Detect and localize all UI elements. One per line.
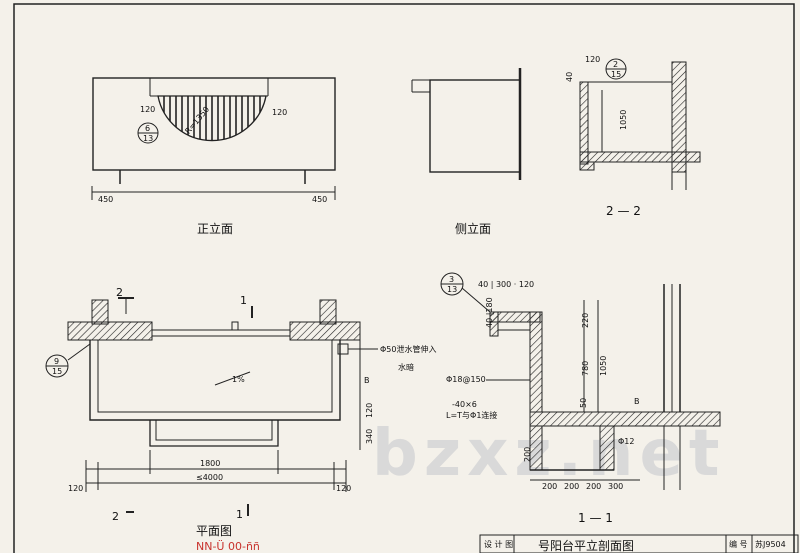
dim-bottom-4: 300 [608, 482, 623, 491]
dim-120-vert: 120 [365, 403, 374, 418]
slope-note: 1% [232, 375, 245, 384]
dim-phi12: Φ12 [618, 437, 634, 446]
flat-bar-note: -40×6 [452, 400, 477, 409]
stamp: NN-Ü 00-ññ [196, 540, 260, 553]
rebar-note: Φ18@150 [446, 375, 486, 384]
side-elevation: 侧立面 [411, 68, 522, 236]
dim-top: 40 | 300 · 120 [478, 280, 534, 289]
flat-bar-note-2: L=T与Φ1连接 [446, 410, 497, 420]
side-elevation-label: 侧立面 [455, 221, 491, 236]
dim-120-b: 120 [272, 108, 287, 117]
dim-bottom-2: 200 [564, 482, 579, 491]
sheet-border [13, 3, 795, 553]
front-elevation: 450 450 120 120 R=1350 6 13 正立面 [91, 77, 336, 236]
dim-B: B [634, 397, 640, 406]
detail-sheet: 13 [447, 285, 457, 294]
title-block: 设 计 图 号阳台平立剖面图 编 号 苏J9504 [479, 534, 799, 553]
detail-sheet: 13 [143, 134, 153, 143]
detail-sheet: 15 [611, 70, 621, 79]
dim-4000: ≤4000 [196, 473, 223, 482]
dim-1050: 1050 [599, 356, 608, 376]
front-elevation-label: 正立面 [197, 221, 233, 236]
dim-B: B [364, 376, 370, 385]
dim-340: 340 [365, 429, 374, 444]
title-block-mid: 编 号 [729, 539, 748, 549]
detail-num: 9 [54, 357, 59, 366]
dim-220: 220 [581, 313, 590, 328]
dim-120-left: 120 [68, 484, 83, 493]
cut-2-top: 2 [116, 286, 123, 299]
cut-1-top: 1 [240, 294, 247, 307]
detail-num: 6 [145, 124, 150, 133]
dim-40: 40 [565, 72, 574, 82]
plan-label: 平面图 [196, 524, 232, 538]
cut-1-bottom: 1 [236, 508, 243, 521]
plan-view: 1% Φ50泄水管伸入 水暗 1800 ≤4000 120 120 B 120 … [45, 286, 436, 553]
title-block-code: 苏J9504 [755, 539, 786, 549]
dim-bottom-1: 200 [542, 482, 557, 491]
section-1-1: 40 | 300 · 120 40 |180 220 780 1050 50 Φ… [440, 272, 721, 525]
title-block-title: 号阳台平立剖面图 [538, 538, 634, 553]
detail-num: 3 [449, 275, 454, 284]
dim-40-180: 40 |180 [485, 297, 494, 328]
dim-120-right: 120 [336, 484, 351, 493]
section-2-2-label: 2 — 2 [606, 204, 641, 218]
section-2-2: 1050 120 40 2 15 2 — 2 [565, 55, 701, 218]
detail-sheet: 15 [52, 367, 62, 376]
title-block-left: 设 计 图 [484, 539, 513, 549]
dim-450-right: 450 [312, 195, 327, 204]
section-1-1-label: 1 — 1 [578, 511, 613, 525]
dim-120: 120 [585, 55, 600, 64]
semicircle-hatched [157, 95, 267, 142]
dim-1800: 1800 [200, 459, 220, 468]
dim-200v: 200 [523, 447, 532, 462]
pipe-note: Φ50泄水管伸入 [380, 344, 436, 354]
dim-bottom-3: 200 [586, 482, 601, 491]
detail-num: 2 [613, 60, 618, 69]
dim-450-left: 450 [98, 195, 113, 204]
dim-50: 50 [579, 398, 588, 408]
cut-2-bottom: 2 [112, 510, 119, 523]
watermark: bzxz.net [372, 417, 725, 491]
dim-1050: 1050 [619, 110, 628, 130]
dim-120-a: 120 [140, 105, 155, 114]
dim-780: 780 [581, 361, 590, 376]
pipe-note-2: 水暗 [398, 362, 414, 372]
